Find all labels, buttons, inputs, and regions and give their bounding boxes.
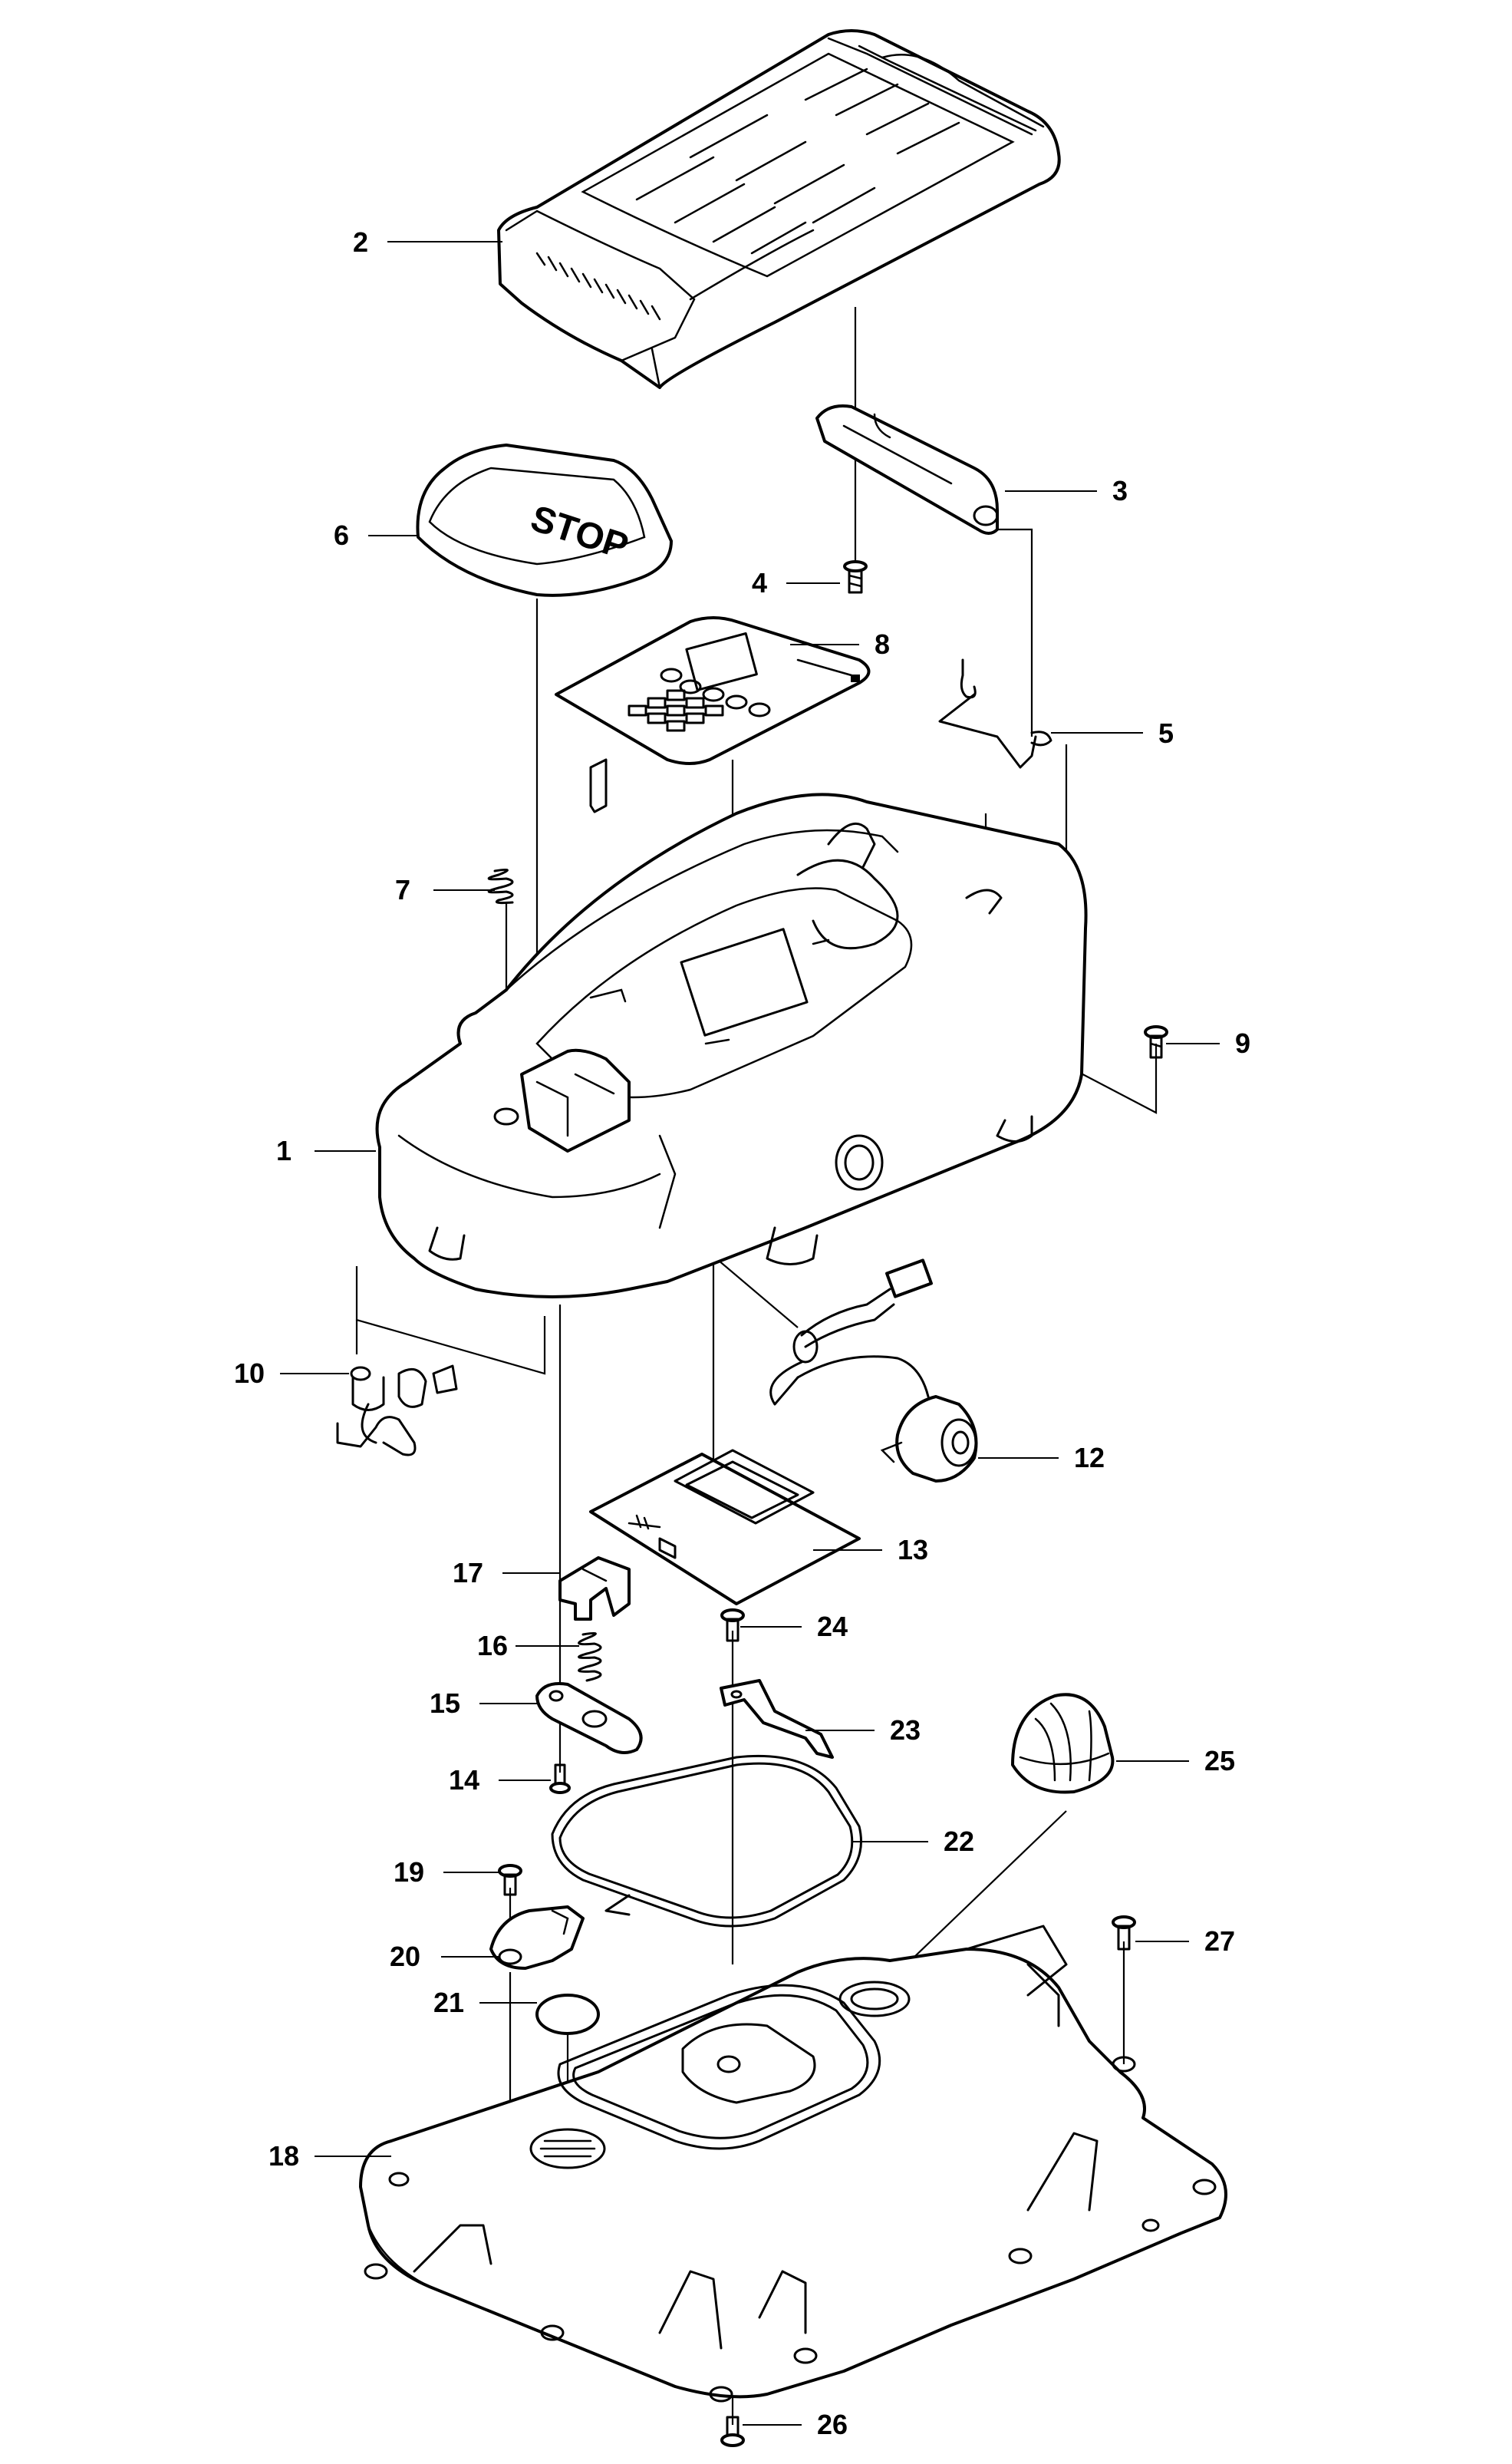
sensor-12 <box>769 1258 978 1483</box>
pcb-13 <box>589 1449 861 1605</box>
callout-13: 13 <box>898 1534 928 1565</box>
switch-assembly-10 <box>336 1364 458 1456</box>
callout-5: 5 <box>1158 717 1174 749</box>
callout-labels: 1 2 3 4 5 6 7 8 9 10 12 13 14 15 16 17 1… <box>234 226 1250 2440</box>
seal-21 <box>535 1994 600 2035</box>
callout-27: 27 <box>1204 1925 1235 1957</box>
callout-10: 10 <box>234 1357 265 1389</box>
cap-25 <box>1011 1693 1115 1794</box>
holder-17 <box>558 1556 631 1621</box>
keypad <box>555 616 871 813</box>
screw-4 <box>843 560 868 594</box>
screw-27 <box>1112 1915 1136 1951</box>
spring-16 <box>578 1631 602 1682</box>
callout-24: 24 <box>817 1611 848 1642</box>
callout-25: 25 <box>1204 1745 1235 1776</box>
screw-19 <box>498 1864 522 1896</box>
callout-20: 20 <box>390 1941 420 1972</box>
top-cover <box>497 29 1061 389</box>
callout-22: 22 <box>944 1826 974 1857</box>
main-chassis <box>375 793 1088 1298</box>
callout-7: 7 <box>395 874 410 905</box>
screw-9 <box>1144 1025 1168 1059</box>
gasket-22 <box>551 1754 862 1928</box>
screw-14 <box>549 1763 571 1794</box>
switch-20 <box>489 1905 585 1970</box>
callout-18: 18 <box>268 2140 299 2172</box>
screw-24 <box>720 1608 745 1642</box>
callout-21: 21 <box>433 1987 464 2018</box>
callout-4: 4 <box>752 567 767 599</box>
callout-15: 15 <box>430 1687 460 1719</box>
stop-button: STOP <box>416 444 673 597</box>
callout-19: 19 <box>394 1856 424 1888</box>
callout-1: 1 <box>276 1135 292 1166</box>
screw-26 <box>720 2416 745 2447</box>
callout-14: 14 <box>449 1764 479 1796</box>
callout-23: 23 <box>890 1714 921 1746</box>
callout-26: 26 <box>817 2409 848 2440</box>
callout-2: 2 <box>353 226 368 258</box>
plate-23 <box>720 1679 834 1759</box>
callout-17: 17 <box>453 1557 483 1588</box>
spring-wire-5 <box>938 658 1052 769</box>
callout-leaders <box>280 241 1220 2426</box>
callout-12: 12 <box>1074 1442 1105 1473</box>
lever-15 <box>535 1682 643 1754</box>
spring-7 <box>487 868 514 905</box>
base-18 <box>359 1925 1227 2403</box>
callout-9: 9 <box>1235 1027 1250 1059</box>
callout-16: 16 <box>477 1630 508 1661</box>
callout-6: 6 <box>334 520 349 551</box>
rear-bracket <box>815 404 999 535</box>
callout-8: 8 <box>875 628 890 660</box>
callout-3: 3 <box>1112 475 1128 506</box>
